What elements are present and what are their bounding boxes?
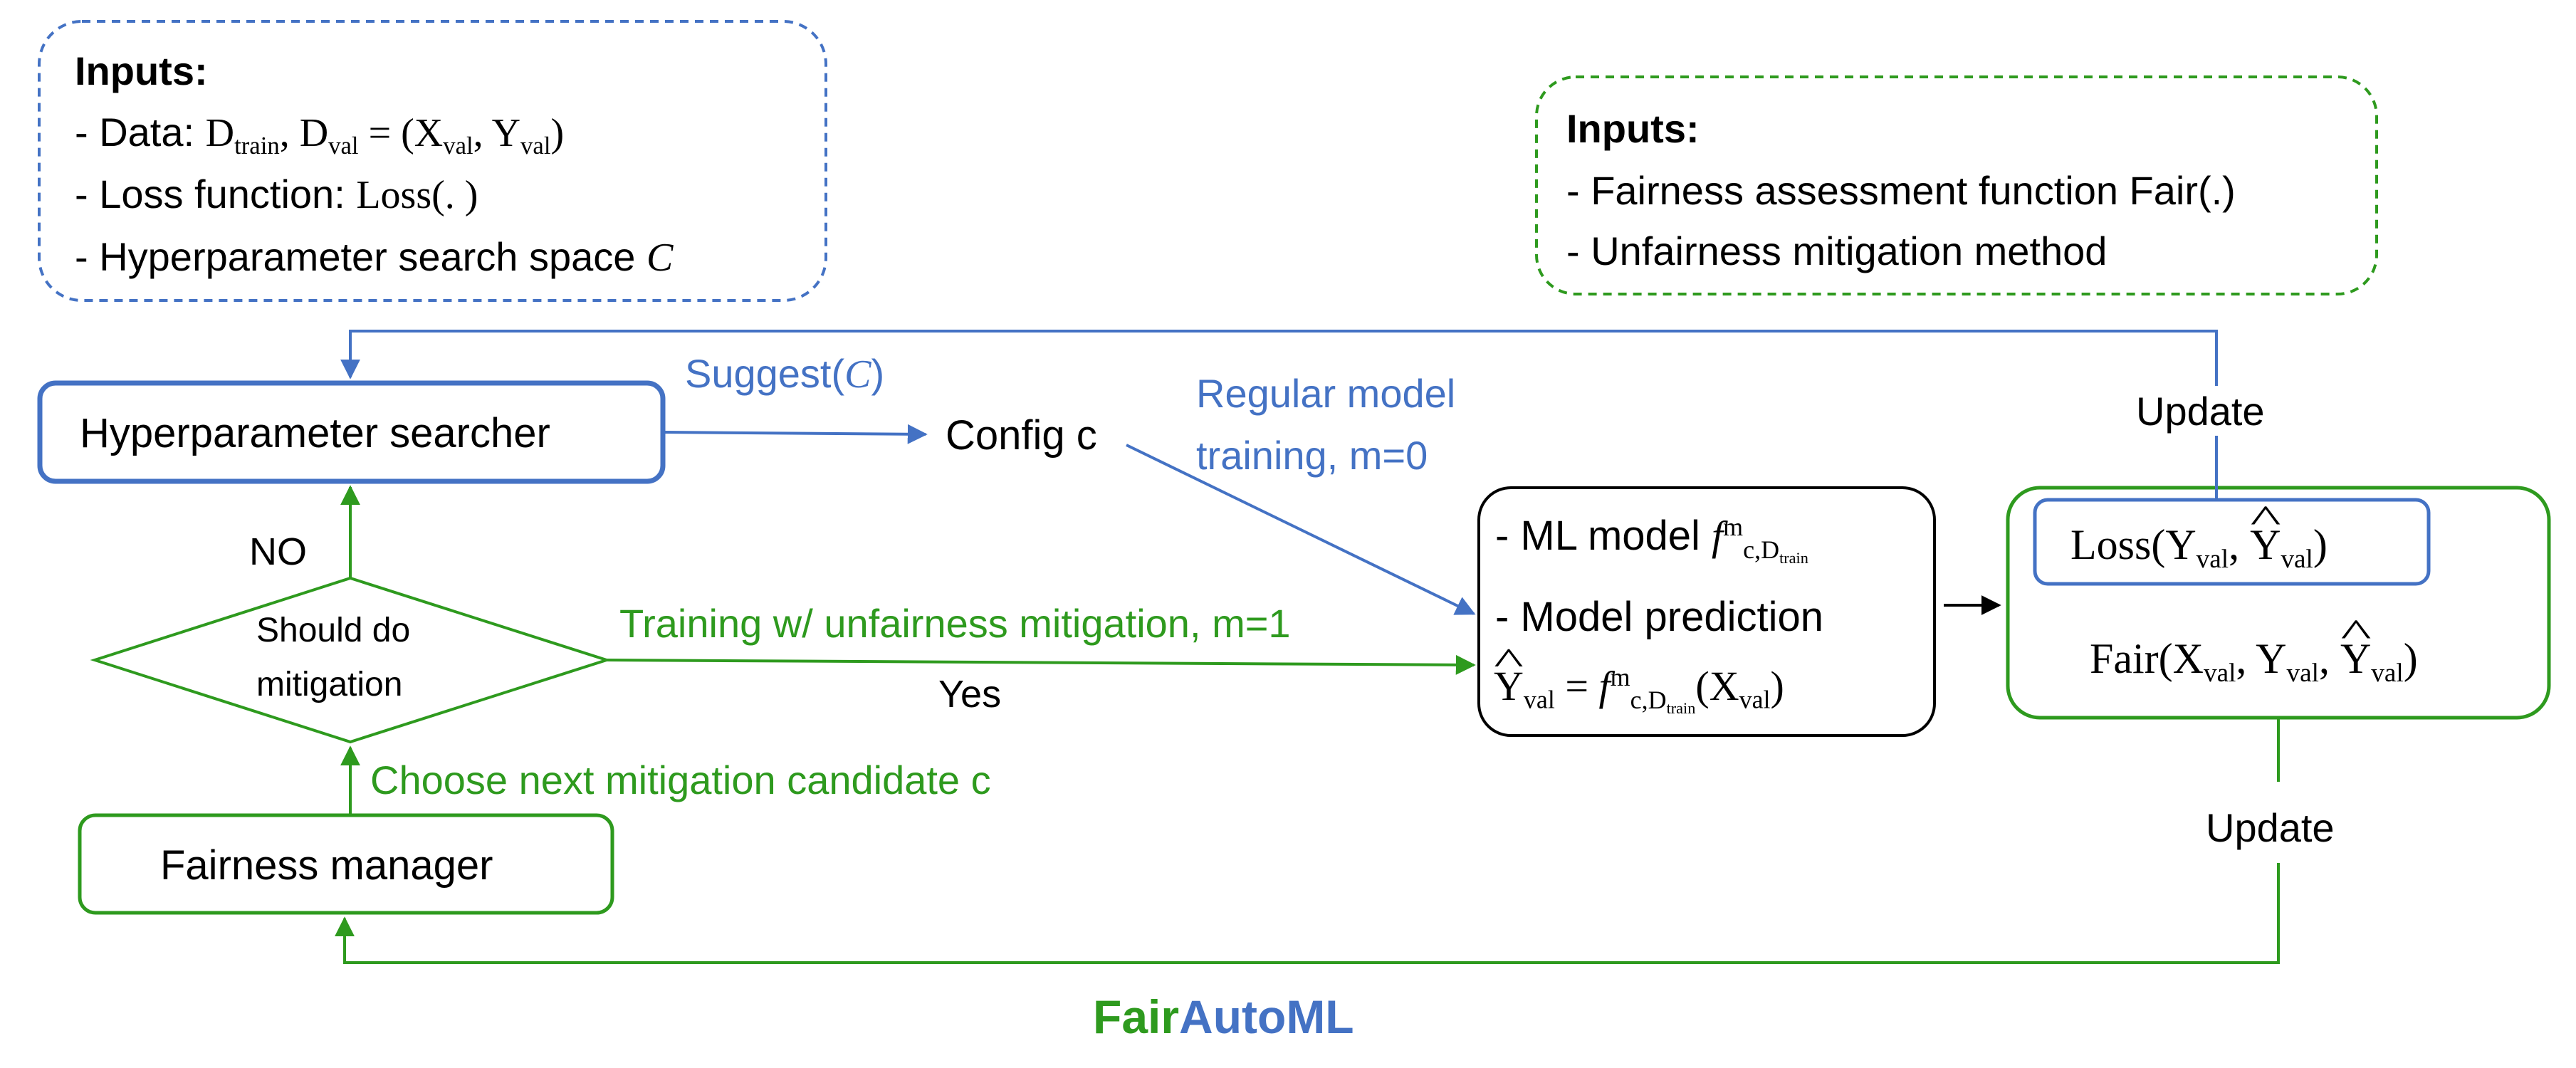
model-line1: - ML model fmc,Dtrain	[1495, 513, 1808, 567]
no-label: NO	[249, 530, 307, 573]
decision-label-line2: mitigation	[256, 666, 403, 703]
regular-training-label-line1: Regular model	[1196, 371, 1456, 416]
decision-label-line1: Should do	[256, 612, 411, 649]
brand-logo: FairAutoML	[1093, 993, 1354, 1040]
inputs-left-data-line: - Data: Dtrain, Dval = (Xval, Yval)	[75, 110, 565, 160]
loss-prefix: - Loss function:	[75, 172, 357, 216]
model-prediction-formula: Yval = fmc,Dtrain(Xval)	[1494, 664, 1784, 716]
edge-decision-to-model	[606, 654, 1476, 675]
suggest-label: Suggest(C)	[685, 351, 885, 397]
loss-box	[2033, 498, 2431, 586]
yhat: Y	[1494, 666, 1524, 707]
inputs-right-line2: - Unfairness mitigation method	[1566, 229, 2108, 273]
edge-config-to-model	[1126, 444, 1476, 615]
edge-searcher-to-config	[662, 424, 928, 444]
fair-formula-eval: Fair(Xval, Yval, Yval)	[2090, 637, 2418, 686]
inputs-left-box	[38, 20, 827, 302]
ml-model-prefix: - ML model	[1495, 513, 1712, 559]
decision-diamond	[90, 576, 612, 744]
inputs-right-title: Inputs:	[1566, 106, 1700, 151]
model-box	[1477, 486, 1936, 737]
update-bottom-label: Update	[2206, 805, 2335, 850]
config-label: Config c	[946, 412, 1097, 459]
inputs-right-box	[1535, 75, 2378, 295]
brand-part-fair: Fair	[1093, 990, 1180, 1043]
edge-update-top-loop-upper	[340, 330, 2218, 386]
mitigation-training-label: Training w/ unfairness mitigation, m=1	[619, 601, 1291, 646]
regular-training-label-line2: training, m=0	[1196, 433, 1428, 478]
inputs-right-line1: - Fairness assessment function Fair(.)	[1566, 168, 2236, 213]
data-prefix: - Data:	[75, 110, 206, 155]
search-symbol: C	[646, 236, 674, 280]
fairness-manager-box	[78, 813, 614, 915]
edge-update-bottom-loop-lower	[335, 863, 2280, 964]
model-line2: - Model prediction	[1495, 594, 1823, 640]
search-prefix: - Hyperparameter search space	[75, 234, 647, 279]
fairness-manager-label: Fairness manager	[160, 842, 493, 889]
choose-next-label: Choose next mitigation candidate c	[370, 758, 991, 802]
inputs-left-title: Inputs:	[75, 48, 208, 93]
inputs-left-loss-line: - Loss function: Loss(. )	[75, 172, 478, 217]
yes-label: Yes	[938, 673, 1002, 716]
inputs-left-search-line: - Hyperparameter search space C	[75, 237, 673, 278]
ml-model-formula: fmc,Dtrain	[1712, 513, 1808, 567]
brand-part-automl: AutoML	[1179, 990, 1354, 1043]
loss-formula: Loss(. )	[356, 173, 478, 217]
loss-formula-eval: Loss(Yval, Yval)	[2070, 523, 2328, 572]
data-formula: Dtrain, Dval = (Xval, Yval)	[205, 111, 565, 160]
hyperparameter-searcher-label: Hyperparameter searcher	[80, 410, 550, 456]
update-top-label: Update	[2136, 389, 2265, 434]
